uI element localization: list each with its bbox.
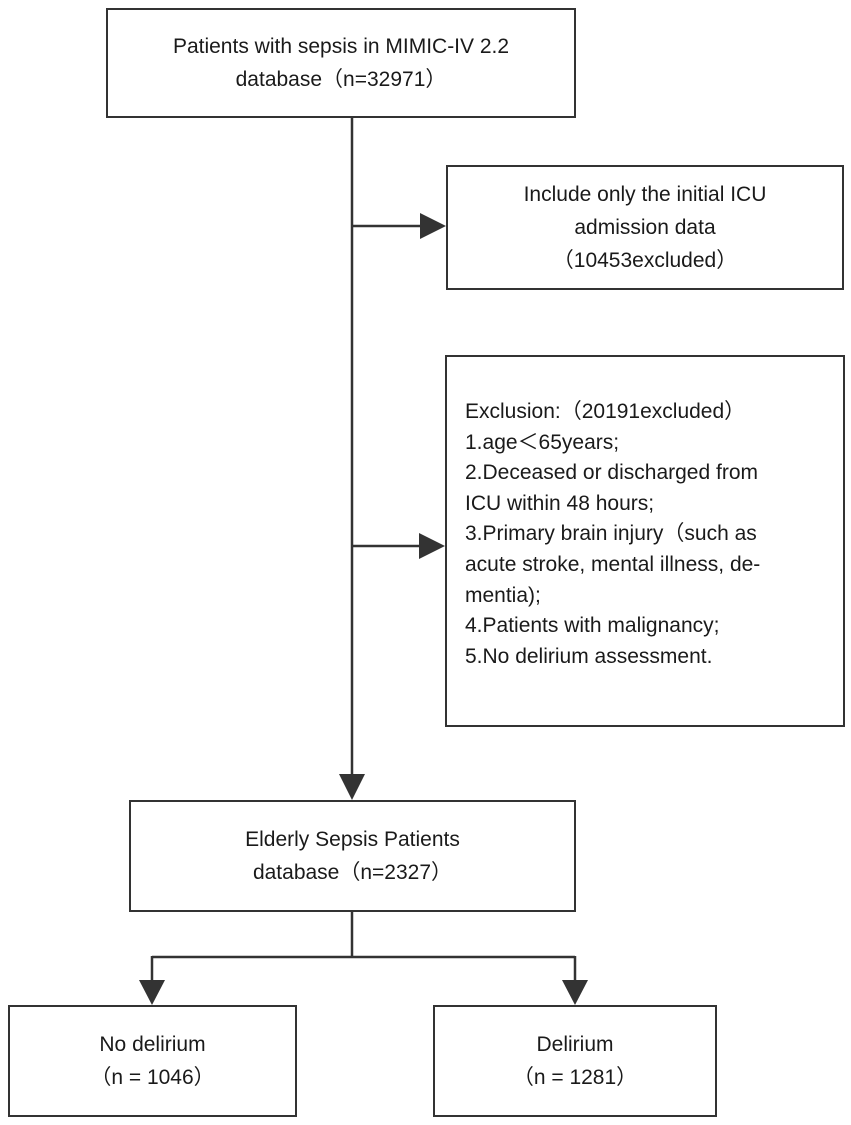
exclusion-line-7: mentia);: [465, 583, 541, 607]
no-delirium-arrowhead: [139, 980, 165, 1005]
inclusion-line-1: Include only the initial ICU: [523, 183, 767, 206]
main-flow-arrowhead: [339, 774, 365, 800]
initial-icu-inclusion-box: Include only the initial ICU admission d…: [446, 165, 844, 290]
elderly-line-2: database（n=2327）: [252, 861, 453, 884]
delirium-line-1: Delirium: [536, 1033, 614, 1056]
exclusion-line-9: 5.No delirium assessment.: [465, 644, 713, 668]
sepsis-patients-box: Patients with sepsis in MIMIC-IV 2.2 dat…: [106, 8, 576, 118]
no-delirium-box: No delirium （n = 1046）: [8, 1005, 297, 1117]
exclusion-line-5: 3.Primary brain injury（such as: [465, 522, 757, 546]
sepsis-patients-line-1: Patients with sepsis in MIMIC-IV 2.2: [172, 35, 510, 58]
inclusion-line-2: admission data: [574, 216, 716, 239]
exclusion-branch-arrowhead: [419, 533, 445, 559]
delirium-arrowhead: [562, 980, 588, 1005]
exclusion-line-3: 2.Deceased or discharged from: [465, 461, 758, 485]
exclusion-line-8: 4.Patients with malignancy;: [465, 614, 720, 638]
no-delirium-line-1: No delirium: [99, 1033, 206, 1056]
sepsis-patients-line-2: database（n=32971）: [235, 68, 447, 91]
exclusion-line-6: acute stroke, mental illness, de-: [465, 552, 761, 576]
no-delirium-line-2: （n = 1046）: [90, 1066, 215, 1089]
exclusion-criteria-box: Exclusion:（20191excluded） 1.age＜65years;…: [445, 355, 845, 727]
exclusion-line-2: 1.age＜65years;: [465, 430, 620, 454]
exclusion-line-1: Exclusion:（20191excluded）: [465, 400, 746, 423]
include-branch-arrowhead: [420, 213, 446, 239]
delirium-box: Delirium （n = 1281）: [433, 1005, 717, 1117]
exclusion-line-4: ICU within 48 hours;: [465, 491, 655, 515]
inclusion-line-3: （10453excluded）: [552, 249, 738, 272]
elderly-sepsis-patients-box: Elderly Sepsis Patients database（n=2327）: [129, 800, 576, 912]
delirium-line-2: （n = 1281）: [512, 1066, 638, 1089]
elderly-line-1: Elderly Sepsis Patients: [245, 828, 460, 851]
